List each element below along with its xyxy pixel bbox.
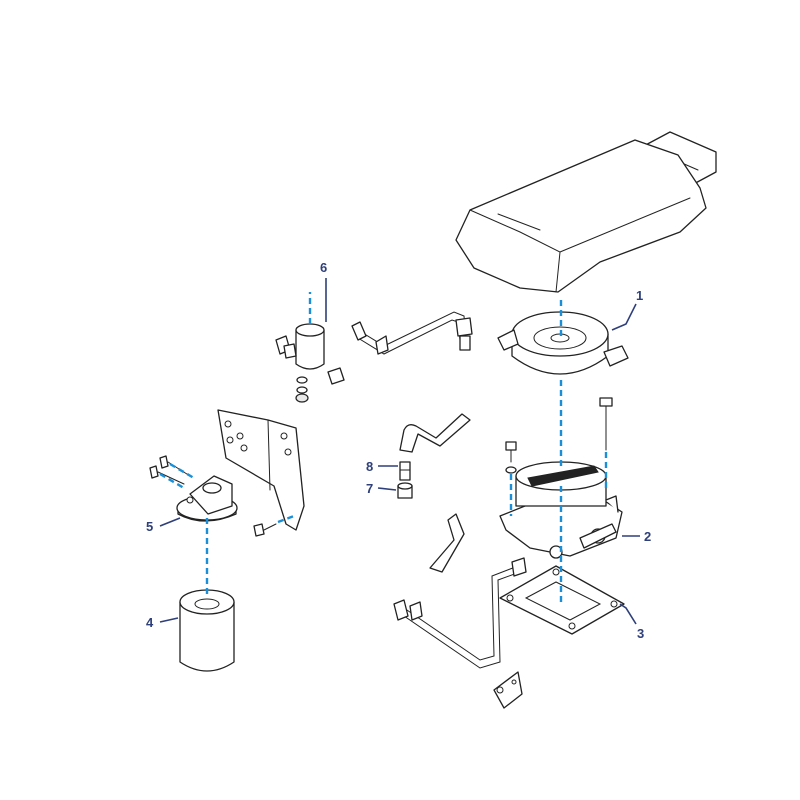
callout-6: 6 <box>320 260 327 275</box>
callout-2: 2 <box>644 529 651 544</box>
vent-hose-lower <box>429 513 465 573</box>
assembly-axes <box>159 292 608 604</box>
callout-4: 4 <box>146 615 154 630</box>
callout-leaders <box>159 278 640 625</box>
fuel-line-lower <box>393 557 527 669</box>
filter-head <box>176 475 238 522</box>
vent-hose-upper <box>399 413 471 453</box>
mounting-bracket <box>217 409 305 531</box>
fuel-line-upper <box>351 311 473 355</box>
air-cleaner-housing <box>455 131 717 293</box>
fitting-part-7 <box>397 482 413 499</box>
air-cleaner-adapter <box>497 311 629 375</box>
fuel-filter-canister <box>179 589 235 672</box>
callout-5: 5 <box>146 519 153 534</box>
inline-fuel-filter <box>275 323 345 403</box>
callout-7: 7 <box>366 481 373 496</box>
bracket-plate <box>493 671 523 709</box>
throttle-body-bolt-short <box>505 441 517 474</box>
callout-8: 8 <box>366 459 373 474</box>
callout-1: 1 <box>636 288 643 303</box>
fitting-part-8 <box>399 461 411 481</box>
throttle-body-bolt-long <box>599 397 613 451</box>
callout-3: 3 <box>637 626 644 641</box>
